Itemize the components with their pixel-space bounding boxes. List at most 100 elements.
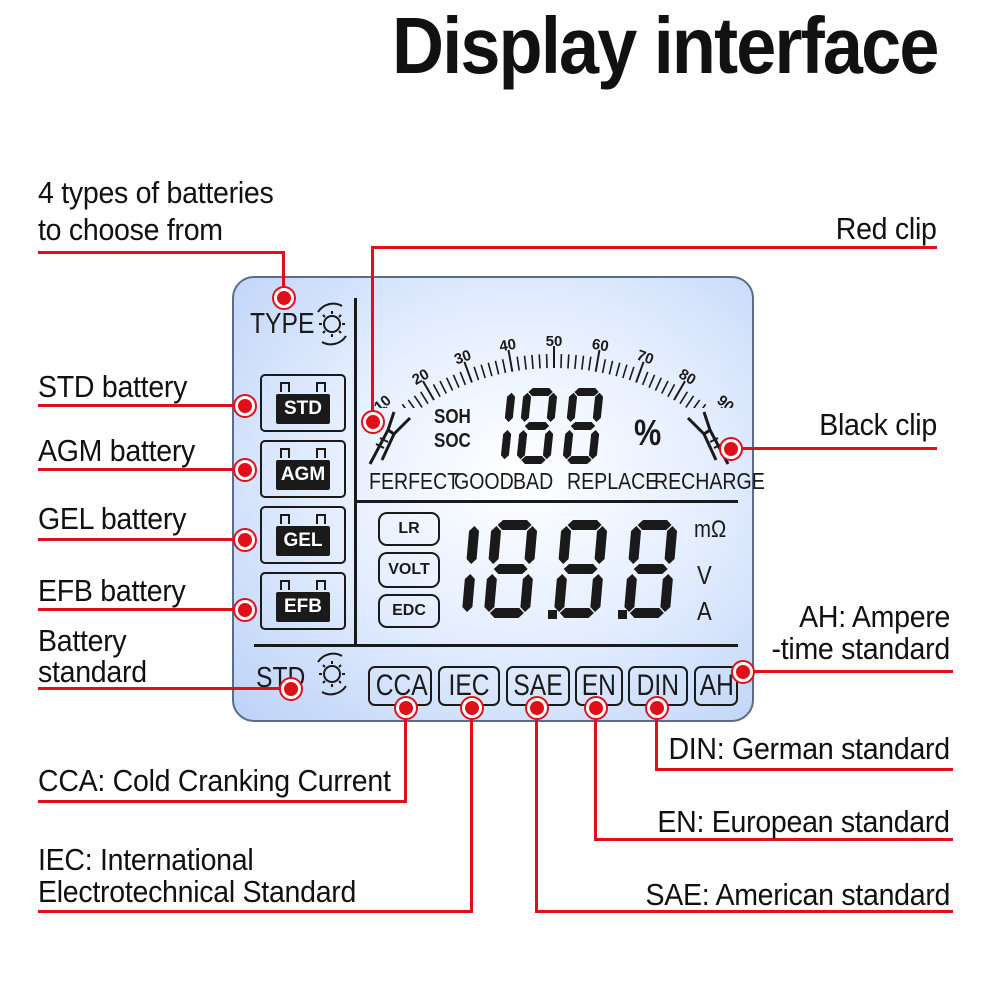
scale-tick (401, 403, 407, 408)
leader-black-clip (730, 447, 937, 450)
seven-segment-digit (516, 388, 558, 464)
marker-din (647, 698, 667, 718)
black-clip-icon (686, 411, 730, 465)
seven-segment-digit (500, 392, 516, 460)
leader-sae-v (535, 706, 538, 912)
top-rule (354, 500, 738, 503)
seven-segment-digit (554, 520, 608, 618)
scale-tick (473, 366, 480, 381)
std-ah: AH (694, 666, 738, 706)
scale-tick (413, 395, 423, 408)
scale-tick (439, 380, 448, 394)
scale-tick (660, 380, 669, 394)
status-recharge: RECHARGE (654, 468, 765, 494)
scale-tick (507, 349, 514, 372)
callout-sae: SAE: American standard (645, 877, 950, 912)
scale-tick (463, 361, 473, 383)
decimal-point (618, 610, 627, 619)
scale-tick (667, 384, 676, 398)
leader-en-h (594, 838, 953, 841)
scale-tick-label: 20 (409, 366, 432, 389)
marker-red-clip (363, 412, 383, 432)
scale-tick (574, 354, 577, 369)
leader-cca-v (404, 706, 407, 802)
unit-milliohm: mΩ (694, 516, 727, 543)
leader-type-h (38, 251, 284, 254)
callout-en: EN: European standard (657, 804, 951, 839)
std-en: EN (575, 666, 623, 706)
scale-tick (452, 374, 460, 388)
scale-tick (538, 354, 541, 369)
callout-battery-standard-1: Battery (38, 623, 127, 658)
scale-tick (679, 391, 689, 405)
battery-std-icon: STD (260, 374, 346, 432)
battery-gel-icon: GEL (260, 506, 346, 564)
callout-battery-types-2: to choose from (38, 212, 223, 247)
callout-std: STD battery (38, 369, 188, 404)
scale-tick-label: 60 (591, 336, 610, 356)
scale-tick (594, 349, 601, 372)
battery-agm-icon: AGM (260, 440, 346, 498)
leader-din-v (655, 706, 658, 770)
marker-black-clip (721, 439, 741, 459)
leader-iec-h (38, 910, 473, 913)
callout-agm: AGM battery (38, 433, 196, 468)
scale-tick-label: 70 (634, 347, 655, 369)
mode-edc: EDC (378, 594, 440, 628)
leader-std (38, 404, 244, 407)
sun-gear-icon (317, 302, 347, 346)
callout-gel: GEL battery (38, 501, 187, 536)
leader-red-clip-v (371, 246, 374, 420)
scale-tick-label: 80 (676, 366, 699, 389)
marker-efb (235, 600, 255, 620)
scale-tick (422, 380, 435, 401)
marker-standard (281, 679, 301, 699)
scale-tick (531, 354, 534, 369)
scale-tick (501, 359, 507, 374)
lcd-display: TYPE STD AGM GEL EFB STD (232, 276, 765, 722)
leader-ah (742, 670, 953, 673)
leader-red-clip-h (371, 246, 937, 249)
seven-segment-digit (462, 526, 480, 612)
scale-tick-label: 40 (498, 336, 517, 356)
soc-label: SOC (434, 430, 471, 452)
marker-type (274, 288, 294, 308)
scale-tick (407, 399, 415, 408)
callout-iec-1: IEC: International (38, 842, 254, 877)
leader-cca-h (38, 800, 407, 803)
seven-segment-digit (484, 520, 538, 618)
scale-tick (587, 356, 592, 371)
leader-type-v (282, 251, 285, 297)
callout-ah-1: AH: Ampere (799, 599, 950, 634)
callout-red-clip: Red clip (836, 211, 937, 246)
scale-tick (615, 362, 621, 377)
leader-standard (38, 687, 290, 690)
scale-tick-label: 90 (713, 392, 737, 408)
scale-tick (432, 384, 441, 398)
marker-cca (396, 698, 416, 718)
scale-tick-label: 50 (546, 333, 563, 350)
scale-tick (494, 360, 500, 375)
scale-tick (648, 374, 656, 388)
marker-gel (235, 530, 255, 550)
unit-volt: V (697, 560, 712, 590)
scale-tick (608, 360, 614, 375)
leader-agm (38, 468, 244, 471)
callout-cca: CCA: Cold Cranking Current (38, 763, 391, 798)
scale-tick (480, 364, 486, 379)
percent-sign: % (634, 412, 662, 453)
callout-battery-standard-2: standard (38, 654, 147, 689)
callout-efb: EFB battery (38, 573, 186, 608)
scale-tick (459, 371, 467, 386)
scale-tick (673, 380, 686, 401)
scale-tick (654, 377, 663, 391)
marker-sae (527, 698, 547, 718)
percentage-scale: 0102030405060708090100 (371, 333, 737, 408)
soh-label: SOH (434, 406, 471, 428)
leader-sae-h (535, 910, 953, 913)
scale-tick (581, 355, 585, 370)
callout-din: DIN: German standard (668, 731, 951, 766)
scale-tick (445, 377, 454, 391)
status-bad: BAD (513, 468, 554, 494)
unit-amp: A (697, 596, 712, 626)
